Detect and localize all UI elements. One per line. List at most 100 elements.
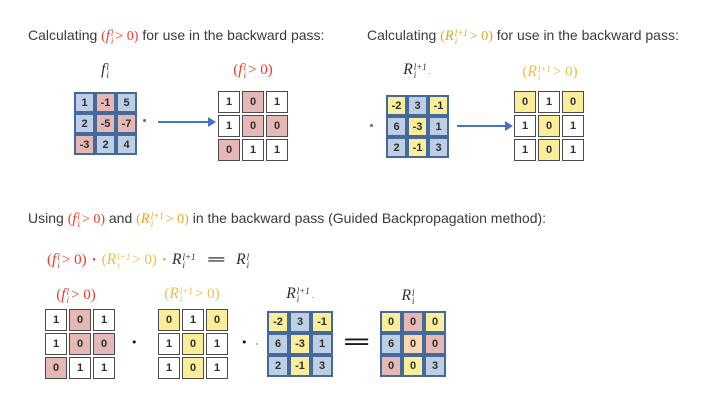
matrix-cell: 3 — [289, 311, 311, 333]
symbol-r: R — [236, 251, 246, 268]
paren-open: ( — [56, 287, 62, 303]
matrix-cell: 1 — [69, 357, 91, 379]
subscript: i — [117, 260, 120, 270]
subscript: i — [182, 260, 185, 270]
superscript: l — [57, 252, 60, 262]
superscript: l — [106, 62, 109, 72]
matrix-cell: 0 — [182, 333, 204, 355]
superscript: l+1 — [150, 211, 164, 221]
paren-open: ( — [136, 212, 141, 227]
matrix-cell: 3 — [424, 355, 446, 377]
matrix-cell: 0 — [402, 333, 424, 355]
matrix-cell: 0 — [45, 357, 67, 379]
subscript: i — [243, 70, 247, 80]
matrix-cell: 3 — [428, 137, 449, 158]
matrix-cell: 1 — [218, 115, 240, 137]
matrix-cell: 0 — [266, 115, 288, 137]
multiply-dot: • — [241, 336, 248, 349]
matrix-cell: -7 — [116, 113, 137, 134]
matrix-cell: -2 — [386, 95, 407, 116]
matrix-cell: 1 — [74, 92, 95, 113]
matrix-cell: 1 — [514, 139, 536, 161]
superscript: l — [246, 252, 250, 262]
stray-period: . — [428, 67, 431, 76]
matrix-cell: 1 — [428, 116, 449, 137]
symbol-r: R — [444, 28, 454, 44]
matrix-cell: 0 — [538, 139, 560, 161]
matrix-cell: 0 — [158, 309, 180, 331]
matrix-cell: 1 — [93, 357, 115, 379]
subscript: i — [106, 70, 109, 80]
symbol-r: R — [527, 63, 537, 80]
matrix-cell: -3 — [74, 134, 95, 155]
matrix-cell: 1 — [93, 309, 115, 331]
matrix-cell: 0 — [402, 311, 424, 333]
matrix-cell: 0 — [402, 355, 424, 377]
paren-open: ( — [233, 62, 239, 78]
subscript: i — [296, 294, 300, 304]
symbol-r: R — [106, 251, 117, 268]
multiply-dot: · — [91, 252, 97, 268]
subscript: i — [412, 296, 415, 306]
matrix-cell: 0 — [218, 139, 240, 161]
equals-sign: = — [205, 250, 227, 268]
multiply-dot: • — [131, 336, 138, 349]
subscript: i — [110, 36, 114, 46]
using-prefix: Using — [28, 210, 68, 226]
superscript: l+1 — [537, 64, 551, 74]
matrix-cell: 0 — [562, 91, 584, 113]
matrix-cell: -3 — [289, 333, 311, 355]
matrix-cell: 1 — [266, 91, 288, 113]
paren-open: ( — [67, 212, 73, 227]
matrix-cell: 0 — [242, 115, 264, 137]
matrix-cell: 1 — [562, 139, 584, 161]
paren-open: ( — [101, 29, 106, 44]
comparison: > 0) — [248, 62, 273, 78]
matrix-cell: 1 — [266, 139, 288, 161]
matrix-cell: 2 — [267, 355, 289, 377]
matrix-cell: -1 — [428, 95, 449, 116]
matrix-cell: 1 — [206, 333, 228, 355]
paren-open: ( — [101, 252, 107, 268]
matrix-cell: 1 — [218, 91, 240, 113]
stray-period-dot — [256, 343, 258, 345]
matrix-cell: 6 — [380, 333, 402, 355]
using-suffix: in the backward pass (Guided Backpropaga… — [188, 210, 547, 226]
matrix-cell: -5 — [95, 113, 116, 134]
comparison: > 0) — [71, 287, 96, 303]
matrix-cell: 1 — [311, 333, 333, 355]
superscript: l — [66, 287, 70, 297]
matrix-cell: 1 — [158, 333, 180, 355]
paren-open: ( — [440, 29, 445, 44]
title-left-suffix: for use in the backward pass: — [138, 27, 325, 43]
superscript: l — [243, 62, 247, 72]
superscript: l — [77, 211, 80, 221]
right-arrow-icon — [158, 117, 216, 127]
symbol-r: R — [140, 211, 150, 227]
matrix-cell: 1 — [562, 115, 584, 137]
